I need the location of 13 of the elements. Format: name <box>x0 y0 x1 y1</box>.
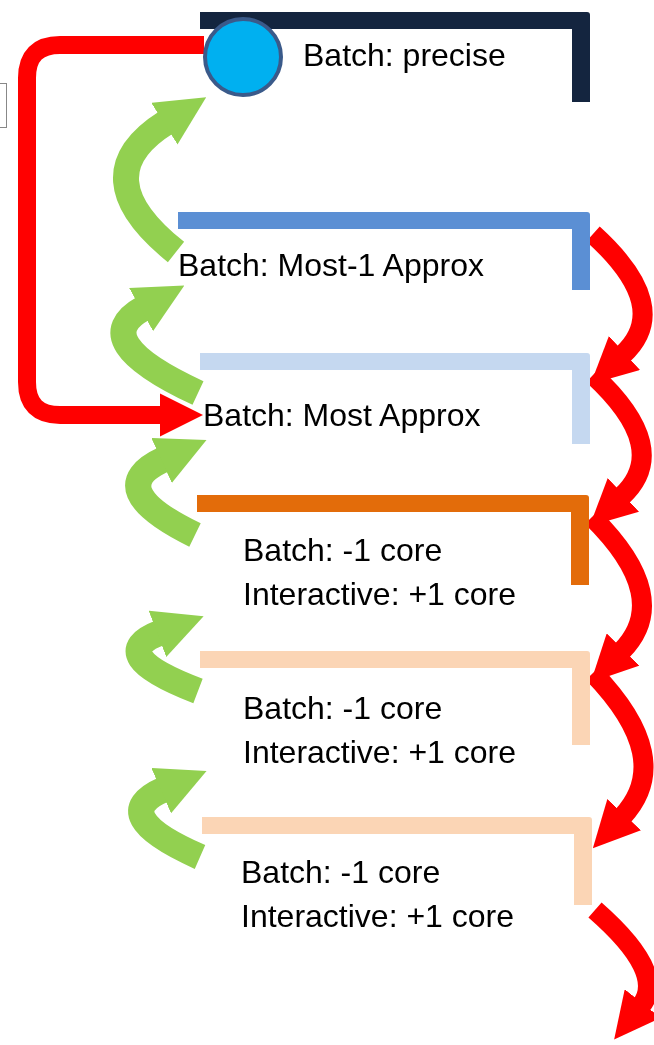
level-label: Batch: -1 core <box>241 853 442 892</box>
level-label: Batch: Most Approx <box>203 396 481 435</box>
level-label: Interactive: +1 core <box>243 575 517 614</box>
level-label: Batch: -1 core <box>243 689 444 728</box>
level-label: Batch: Most-1 Approx <box>178 246 484 285</box>
level-label: Batch: -1 core <box>243 531 444 570</box>
level-label: Interactive: +1 core <box>241 897 515 936</box>
curved-arrow <box>128 768 206 869</box>
curved-arrow <box>125 437 206 547</box>
bracket-shape <box>200 353 590 444</box>
level-label: Interactive: +1 core <box>243 733 517 772</box>
level-label: Batch: precise <box>303 36 506 75</box>
curved-arrow <box>125 611 203 704</box>
